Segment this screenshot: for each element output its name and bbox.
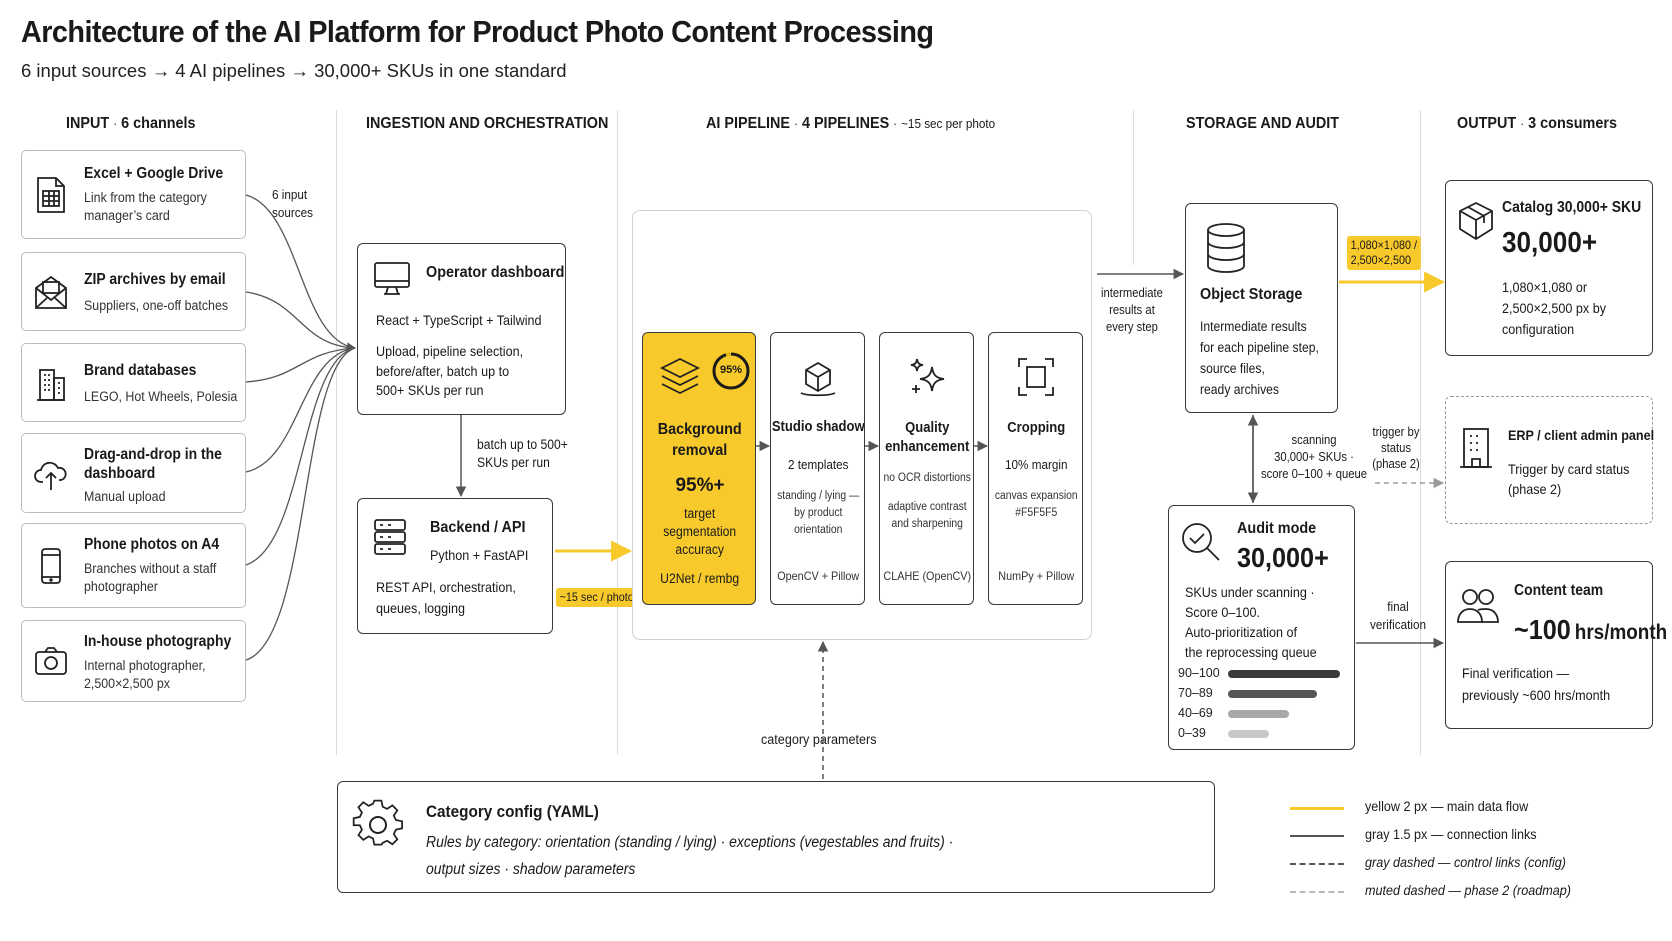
erp-admin-card: ERP / client admin panel Trigger by card… — [1445, 396, 1654, 524]
resolution-badge: 1,080×1,080 /2,500×2,500 — [1347, 236, 1421, 270]
spreadsheet-icon — [37, 176, 65, 213]
building-icon — [1460, 428, 1492, 468]
score-bar-label: 70–89 — [1178, 686, 1213, 700]
connector-brand — [245, 347, 356, 383]
column-separator — [336, 110, 337, 755]
column-header-storage: STORAGE AND AUDIT — [1186, 115, 1340, 132]
layers-icon — [659, 357, 701, 395]
legend-label: gray dashed — control links (config) — [1365, 854, 1566, 870]
legend-line-dashed — [1290, 863, 1344, 865]
input-card-drag-and-drop: Drag-and-drop in the dashboard Manual up… — [21, 433, 246, 513]
camera-icon — [35, 647, 67, 675]
column-header-input: INPUT · 6 channels — [66, 115, 196, 132]
backend-api-card: Backend / API Python + FastAPI REST API,… — [357, 498, 553, 634]
pipeline-cropping: Cropping 10% margin canvas expansion#F5F… — [988, 332, 1083, 605]
sparkle-icon — [910, 358, 945, 393]
column-separator — [617, 110, 618, 755]
audit-mode-card: Audit mode 30,000+ SKUs under scanning ·… — [1168, 505, 1355, 750]
column-header-ai: AI PIPELINE · 4 PIPELINES · ~15 sec per … — [706, 115, 996, 132]
legend-label: yellow 2 px — main data flow — [1365, 798, 1529, 814]
score-bar — [1228, 710, 1289, 718]
category-parameters-label: category parameters — [761, 731, 877, 747]
column-separator — [1133, 110, 1134, 265]
database-icon — [1207, 223, 1245, 273]
score-bar — [1228, 730, 1269, 738]
box-icon — [1459, 201, 1493, 241]
score-bar — [1228, 670, 1340, 678]
gear-icon — [352, 799, 403, 846]
content-team-card: Content team ~100 hrs/month Final verifi… — [1445, 561, 1667, 729]
score-bar-label: 0–39 — [1178, 726, 1206, 740]
connector-inhouse — [245, 347, 356, 661]
building-icon — [37, 368, 65, 401]
envelope-icon — [35, 275, 67, 309]
catalog-card: Catalog 30,000+ SKU 30,000+ 1,080×1,080 … — [1445, 180, 1653, 356]
input-card-zip-archives: ZIP archives by email Suppliers, one-off… — [21, 252, 246, 331]
column-separator — [1420, 110, 1421, 755]
legend-line-muted — [1290, 891, 1344, 893]
input-card-brand-databases: Brand databases LEGO, Hot Wheels, Polesi… — [21, 343, 246, 422]
category-config-card: Category config (YAML) Rules by category… — [337, 781, 1215, 893]
page-title: Architecture of the AI Platform for Prod… — [21, 14, 934, 49]
connector-excel — [245, 194, 356, 352]
accuracy-ring — [712, 352, 750, 390]
legend-line-yellow — [1290, 807, 1344, 810]
score-bar-label: 90–100 — [1178, 666, 1220, 680]
column-header-ingestion: INGESTION AND ORCHESTRATION — [366, 115, 609, 132]
legend-label: gray 1.5 px — connection links — [1365, 826, 1537, 842]
column-header-output: OUTPUT · 3 consumers — [1457, 115, 1617, 132]
crop-icon — [1018, 358, 1054, 396]
input-card-in-house-photography: In-house photography Internal photograph… — [21, 620, 246, 702]
speed-badge: ~15 sec / photo — [556, 588, 638, 607]
page-subtitle: 6 input sources → 4 AI pipelines → 30,00… — [21, 60, 567, 81]
users-icon — [1457, 589, 1499, 623]
legend-line-gray — [1290, 835, 1344, 837]
pipeline-studio-shadow: Studio shadow 2 templates standing / lyi… — [770, 332, 865, 605]
connector-dragdrop — [245, 347, 356, 473]
score-bar — [1228, 690, 1317, 698]
operator-dashboard-card: Operator dashboard React + TypeScript + … — [357, 243, 566, 415]
cube-icon — [800, 361, 836, 397]
monitor-icon — [374, 262, 410, 295]
score-bar-label: 40–69 — [1178, 706, 1213, 720]
connector-zip — [245, 291, 356, 349]
magnifier-check-icon — [1182, 523, 1220, 561]
input-card-phone-photos: Phone photos on A4 Branches without a st… — [21, 523, 246, 608]
input-card-excel-google-drive: Excel + Google Drive Link from the categ… — [21, 150, 246, 239]
phone-icon — [41, 547, 61, 584]
connector-phone — [245, 347, 356, 566]
batch-note: batch up to 500+SKUs per run — [477, 437, 568, 470]
cloud-upload-icon — [34, 461, 67, 490]
server-icon — [374, 519, 406, 555]
legend-label: muted dashed — phase 2 (roadmap) — [1365, 882, 1571, 898]
